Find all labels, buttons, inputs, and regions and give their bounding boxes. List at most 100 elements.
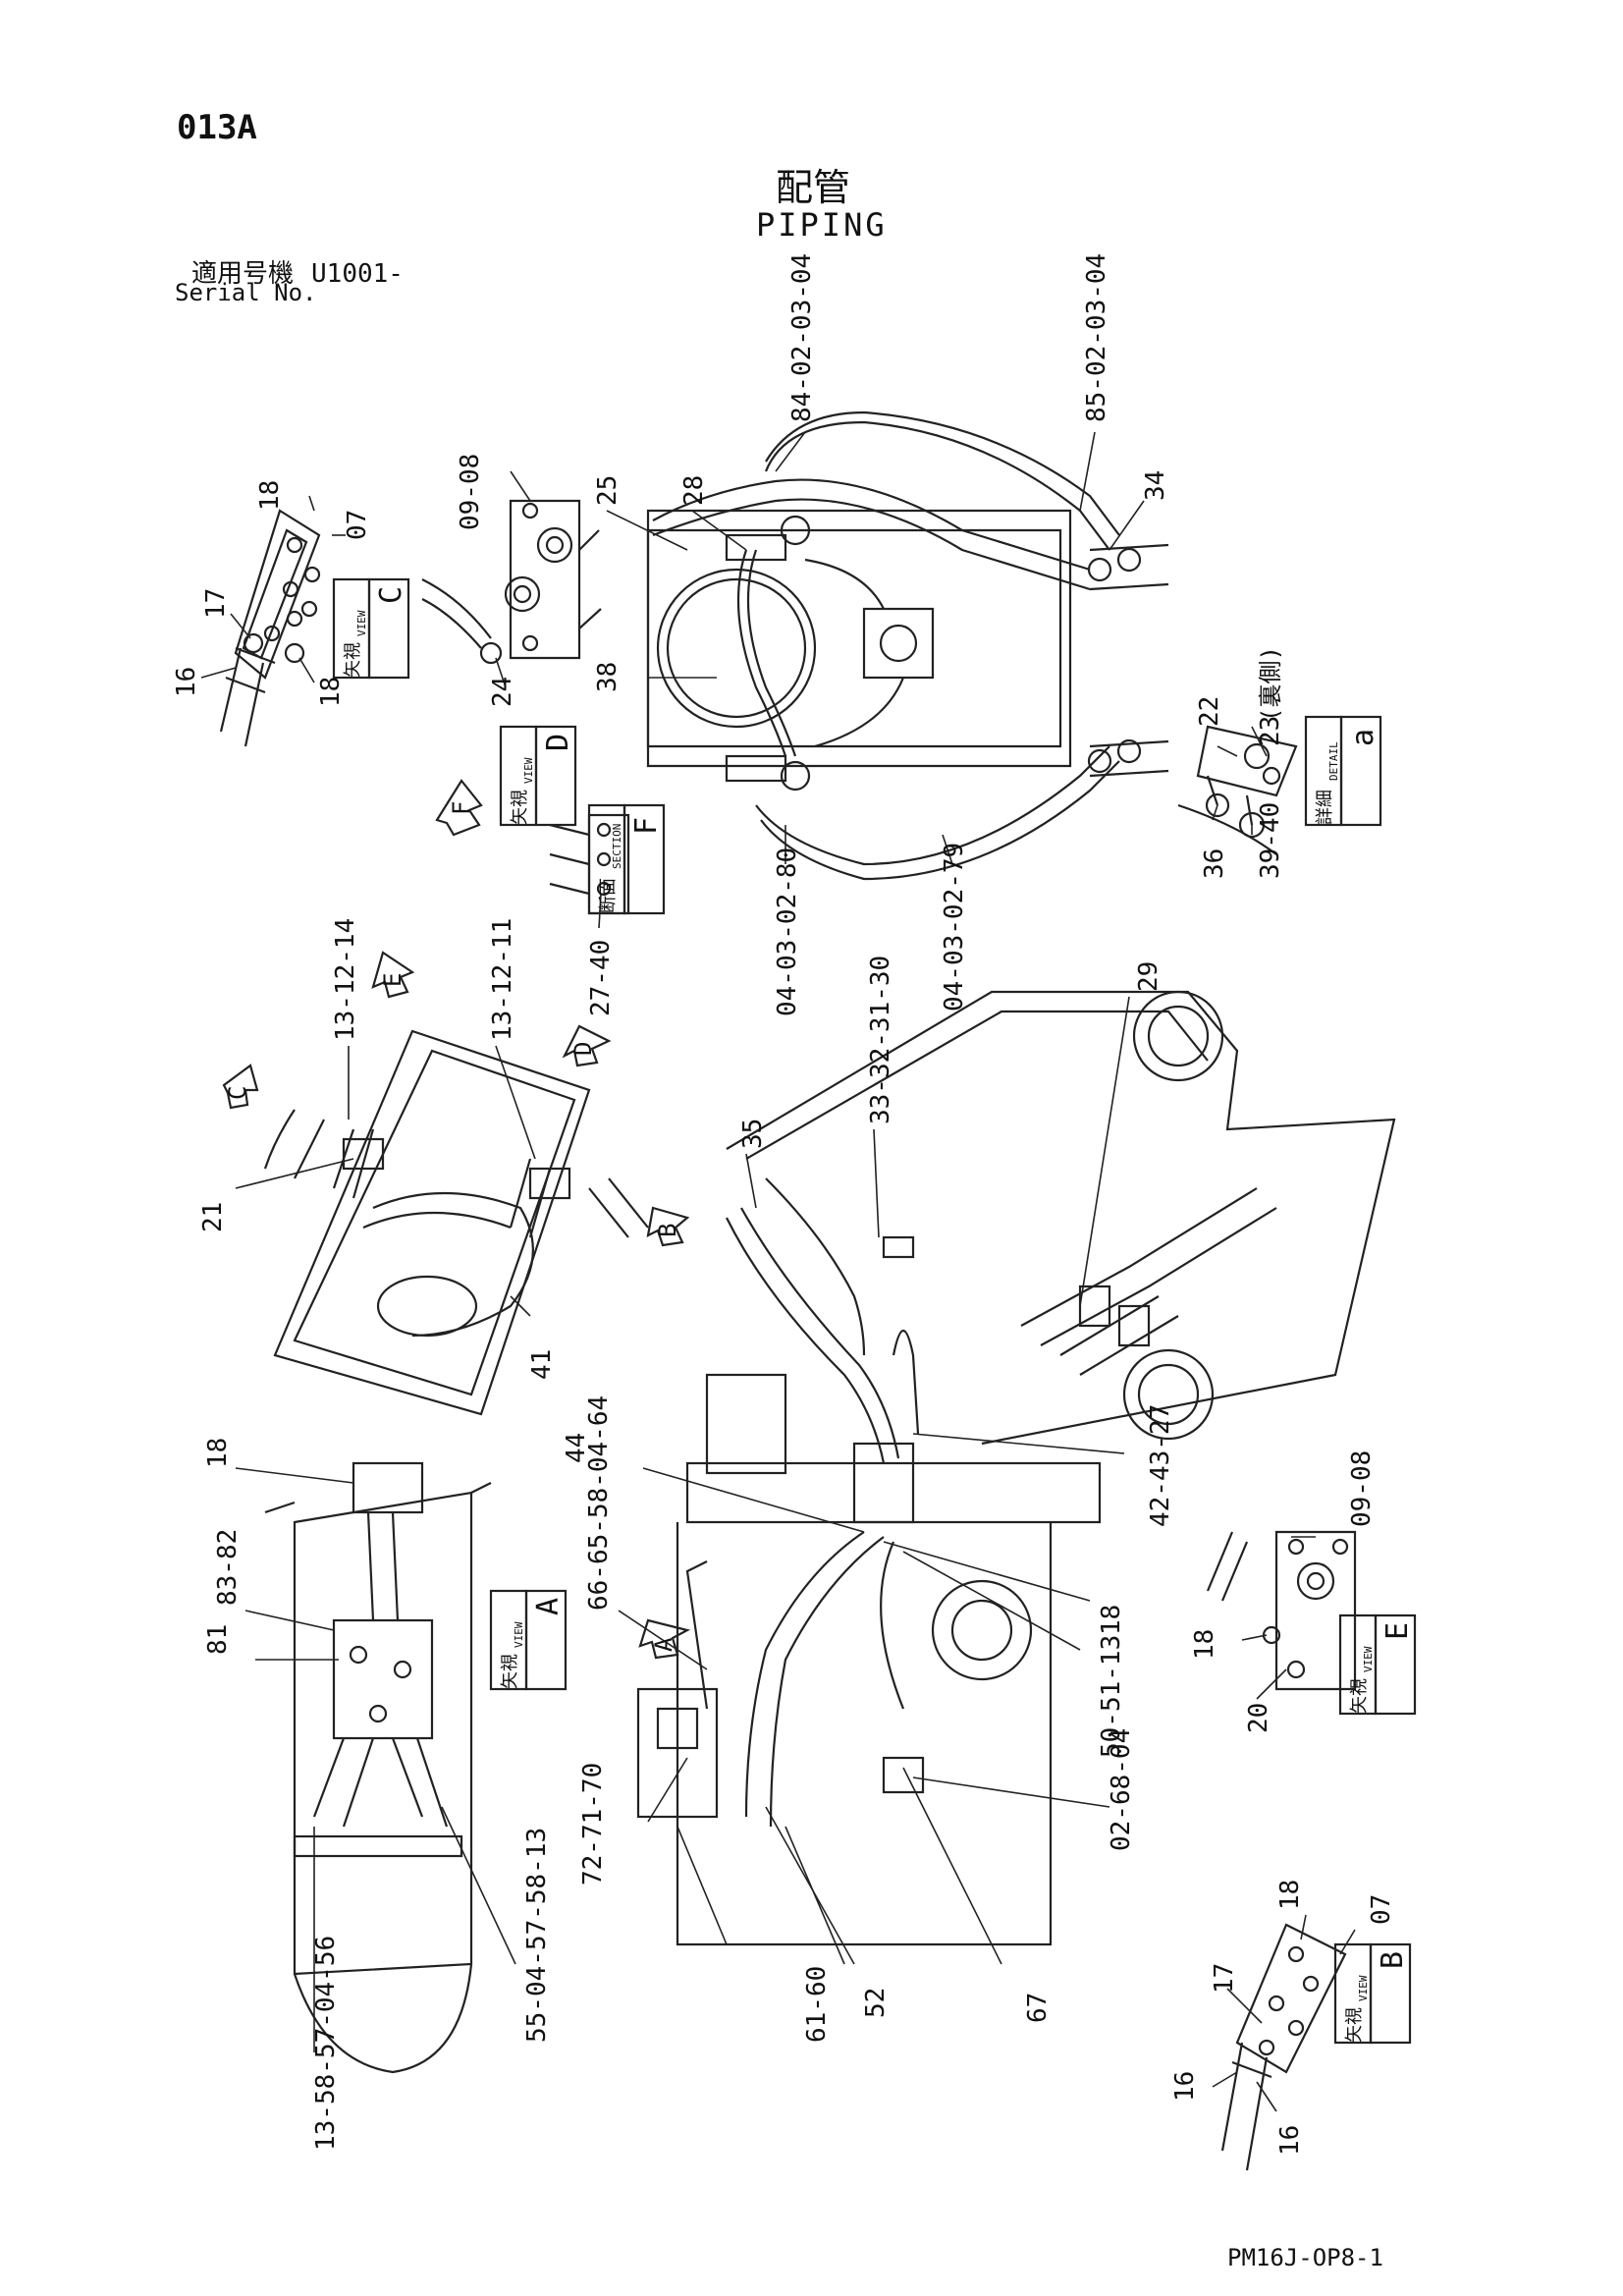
- callout: 18: [1097, 1605, 1126, 1635]
- view-a-en: VIEW: [513, 1621, 525, 1648]
- callout: 39-40: [1256, 802, 1285, 879]
- callout: 29: [1134, 961, 1163, 992]
- callout: 41: [527, 1349, 557, 1380]
- serial-label-ja-text: 適用号機: [191, 259, 295, 289]
- view-a-ja: 矢視: [500, 1654, 520, 1689]
- view-c-ja: 矢視: [343, 642, 363, 678]
- callout: 25: [593, 475, 622, 506]
- view-b-figure: [1220, 1923, 1347, 2171]
- callout: 22: [1195, 696, 1224, 727]
- arrow-letter-b: B: [654, 1224, 681, 1237]
- callout: 13-12-14: [331, 918, 360, 1041]
- callout: 24: [488, 677, 517, 707]
- callout: 16: [172, 667, 201, 697]
- serial-value: U1001-: [311, 259, 404, 289]
- title-english: PIPING: [756, 206, 888, 244]
- callout: 50-51-13: [1097, 1635, 1126, 1758]
- callout: 13-12-11: [488, 918, 517, 1041]
- callout: 84-02-03-04: [787, 253, 817, 422]
- arrow-markers: [222, 779, 691, 1660]
- callout: 17: [1210, 1963, 1239, 1994]
- view-e-figure: [1206, 1530, 1357, 1691]
- view-a-figure: [264, 1461, 492, 2074]
- view-c-letter: C: [374, 586, 408, 604]
- callout: 16: [1275, 2125, 1305, 2156]
- leader-lines: [200, 431, 1356, 2112]
- view-label-boxes: [332, 577, 1417, 2045]
- callout: 17: [201, 588, 231, 619]
- view-d-figure: [421, 499, 602, 665]
- callout: 27-40: [586, 940, 616, 1016]
- arrow-letter-d: D: [569, 1042, 597, 1056]
- callout: 42-43-27: [1146, 1404, 1175, 1527]
- callouts: 18 07 17 16 18 09-08 24 25 28 84-02-03-0…: [172, 253, 1396, 2156]
- callout: 07: [343, 510, 372, 540]
- arrow-letter-e: E: [379, 973, 406, 987]
- view-b-en: VIEW: [1357, 1975, 1370, 2001]
- callout: 35: [738, 1119, 768, 1149]
- callout: 72-71-70: [578, 1763, 608, 1886]
- callout: 36: [1200, 848, 1229, 879]
- view-e-ja: 矢視: [1349, 1678, 1370, 1714]
- callout: 21: [198, 1202, 228, 1232]
- title-japanese: 配管: [776, 166, 851, 209]
- callout: 85-02-03-04: [1082, 253, 1111, 422]
- view-a-letter: A: [531, 1598, 566, 1615]
- view-b-letter: B: [1376, 1951, 1410, 1969]
- callout: 09-08: [456, 454, 485, 530]
- serial-label-english: Serial No.: [175, 279, 317, 306]
- callout: 18: [1190, 1629, 1219, 1660]
- arrow-letters: F E C D B A: [224, 801, 681, 1652]
- callout: 18: [1275, 1880, 1305, 1910]
- document-number: PM16J-OP8-1: [1227, 2244, 1383, 2271]
- arrow-letter-c: C: [224, 1086, 251, 1100]
- view-e-letter: E: [1380, 1622, 1415, 1640]
- callout: 13-58-57-04-56: [311, 1936, 341, 2151]
- callout: 61-60: [802, 1966, 832, 2043]
- view-c-en: VIEW: [355, 610, 368, 636]
- detail-a-figure: [1177, 725, 1298, 855]
- callout: 07: [1367, 1894, 1396, 1925]
- valve-plate-figure: [263, 1029, 649, 1416]
- callout: 38: [593, 662, 622, 692]
- view-b-ja: 矢視: [1344, 2007, 1365, 2043]
- serial-label-japanese: 適用号機 U1001-: [191, 253, 404, 290]
- callout: 83-82: [213, 1529, 243, 1606]
- callout: 02-68-04: [1107, 1728, 1136, 1851]
- page-code: 013A: [177, 108, 257, 147]
- arrow-letter-a: A: [650, 1637, 677, 1652]
- view-c-figure: [219, 509, 321, 747]
- view-e-en: VIEW: [1362, 1646, 1375, 1672]
- callout: 34: [1141, 470, 1170, 501]
- view-d-ja: 矢視: [510, 790, 530, 825]
- callout: 04-03-02-79: [940, 843, 969, 1011]
- view-d-letter: D: [541, 734, 575, 751]
- callout: 81: [203, 1624, 233, 1655]
- callout: 18: [203, 1438, 233, 1468]
- section-f-en: SECTION: [611, 824, 623, 869]
- callout: 33-32-31-30: [866, 956, 895, 1124]
- callout: 44: [562, 1433, 591, 1463]
- callout: 18: [255, 480, 285, 511]
- callout: 23: [1256, 716, 1285, 746]
- callout: 28: [679, 475, 709, 506]
- callout: 67: [1023, 1993, 1053, 2023]
- callout: 09-08: [1347, 1450, 1377, 1527]
- section-f-ja: 断面: [598, 878, 619, 913]
- callout: 55-04-57-58-13: [522, 1828, 552, 2043]
- callout: (裏側): [1257, 646, 1284, 722]
- section-f-letter: F: [629, 817, 664, 835]
- main-side-view-figure: [636, 990, 1396, 1946]
- view-labels: 矢視 VIEW C 矢視 VIEW D 詳細 DETAIL a 断面 SECTI…: [343, 586, 1415, 2043]
- callout: 66-65-58-04-64: [584, 1395, 614, 1611]
- view-d-en: VIEW: [522, 757, 535, 784]
- upper-plan-figure: [646, 410, 1169, 881]
- callout: 16: [1170, 2071, 1200, 2102]
- callout: 18: [316, 677, 346, 707]
- detail-a-en: DETAIL: [1327, 741, 1340, 781]
- callout: 20: [1244, 1703, 1273, 1733]
- detail-a-ja: 詳細: [1315, 790, 1335, 825]
- callout: 04-03-02-80: [773, 847, 802, 1016]
- arrow-letter-f: F: [448, 801, 475, 815]
